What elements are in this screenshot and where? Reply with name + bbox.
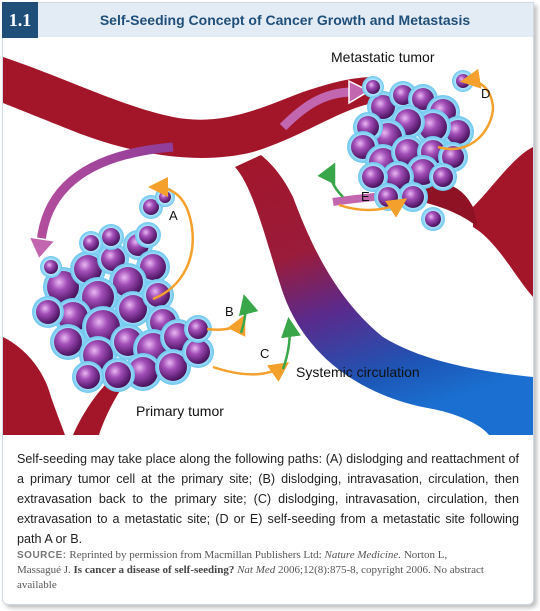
self-seeding-illustration: Metastatic tumor Primary tumor Systemic … xyxy=(3,37,533,435)
source-citation-journal: Nat Med xyxy=(237,564,276,576)
figure-caption: Self-seeding may take place along the fo… xyxy=(17,452,519,546)
path-e-arrow-orange xyxy=(338,198,408,218)
metastatic-tumor-cell xyxy=(362,76,384,98)
primary-tumor-cell xyxy=(32,296,64,328)
path-e-arrow-green xyxy=(317,162,344,198)
primary-tumor-cell xyxy=(109,263,147,301)
primary-tumor-cell xyxy=(184,315,212,343)
primary-tumor-cell xyxy=(101,358,135,392)
source-label: SOURCE: xyxy=(17,550,67,561)
primary-tumor-cell xyxy=(50,324,86,360)
label-primary-tumor: Primary tumor xyxy=(136,403,224,419)
source-article: Is cancer a disease of self-seeding? xyxy=(73,564,235,576)
path-label-b: B xyxy=(225,304,234,319)
blood-vessel-right xyxy=(473,147,533,297)
primary-tumor-cell xyxy=(72,361,104,393)
seeding-arrow-to-primary xyxy=(36,142,174,243)
source-text-2: Norton L, Massagué J. xyxy=(17,549,448,576)
path-label-a: A xyxy=(169,208,178,223)
metastatic-tumor-cluster xyxy=(347,70,474,231)
path-label-c: C xyxy=(260,346,270,361)
figure-number-badge: 1.1 xyxy=(2,2,38,38)
blood-vessel-main xyxy=(235,155,533,435)
path-label-e: E xyxy=(361,189,370,204)
seeding-arrow-to-metastatic xyxy=(279,87,354,131)
primary-tumor-cell xyxy=(182,336,214,368)
path-c-arrow-out xyxy=(212,362,290,382)
path-d-arrow xyxy=(437,68,495,151)
label-systemic-circulation: Systemic circulation xyxy=(296,364,420,380)
metastatic-tumor-cell xyxy=(421,207,445,231)
illustration-svg xyxy=(3,57,533,435)
figure-title: Self-Seeding Concept of Cancer Growth an… xyxy=(99,12,471,28)
primary-tumor-cell xyxy=(115,291,151,327)
metastatic-tumor-cell xyxy=(398,182,428,212)
source-journal: Nature Medicine. xyxy=(324,549,402,561)
primary-tumor-cell xyxy=(142,279,174,311)
figure-header: 1.1 Self-Seeding Concept of Cancer Growt… xyxy=(2,2,533,38)
primary-tumor-cell xyxy=(98,224,124,250)
primary-tumor-cell xyxy=(135,222,161,248)
source-text-1: Reprinted by permission from Macmillan P… xyxy=(69,549,322,561)
path-a-arrow xyxy=(148,177,194,301)
source-citation: 2006;12(8):875-8, copyright 2006. No abs… xyxy=(17,564,484,591)
blood-vessel-bottom-left-2 xyxy=(73,382,121,435)
figure-source: SOURCE: Reprinted by permission from Mac… xyxy=(17,548,493,593)
primary-tumor-cell xyxy=(79,231,103,255)
seeding-arrow-to-metastatic-head xyxy=(348,79,371,105)
primary-tumor-cell xyxy=(155,349,191,385)
seeding-arrow-to-primary-head xyxy=(27,236,57,261)
blood-vessel-top xyxy=(3,57,375,158)
primary-tumor-cell xyxy=(40,256,62,278)
blood-vessel-bottom-left xyxy=(3,337,65,435)
path-label-d: D xyxy=(481,86,491,101)
metastatic-tumor-cell xyxy=(358,162,388,192)
figure-card: 1.1 Self-Seeding Concept of Cancer Growt… xyxy=(2,2,534,605)
path-b-arrow-in xyxy=(238,294,259,334)
metastatic-tumor-cell xyxy=(429,163,457,191)
blood-vessel-right-branch xyxy=(423,183,478,227)
path-b-arrow-out xyxy=(206,314,246,337)
primary-tumor-cluster xyxy=(32,187,214,393)
path-c-arrow-up xyxy=(281,317,301,370)
label-metastatic-tumor: Metastatic tumor xyxy=(331,49,435,65)
